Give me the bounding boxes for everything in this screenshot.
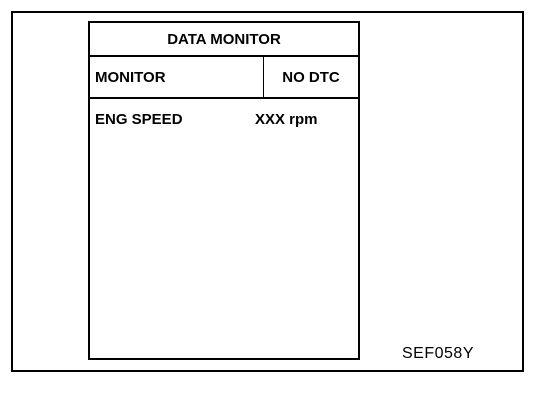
dtc-status-header: NO DTC xyxy=(282,68,340,86)
monitor-item-value: XXX rpm xyxy=(255,111,318,128)
screen-title: DATA MONITOR xyxy=(90,23,358,57)
data-monitor-screen: DATA MONITOR MONITOR NO DTC ENG SPEED XX… xyxy=(88,21,360,360)
monitor-column-header: MONITOR xyxy=(90,57,264,97)
monitor-item-row: ENG SPEED XXX rpm xyxy=(90,111,358,128)
figure-reference-code: SEF058Y xyxy=(402,345,474,362)
monitor-item-label: ENG SPEED xyxy=(95,111,183,128)
figure-frame: DATA MONITOR MONITOR NO DTC ENG SPEED XX… xyxy=(11,11,524,372)
monitor-header-row: MONITOR NO DTC xyxy=(90,57,358,99)
